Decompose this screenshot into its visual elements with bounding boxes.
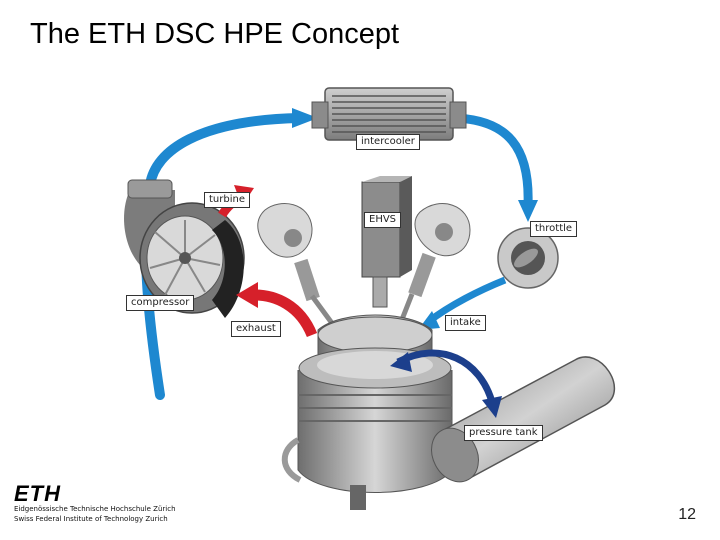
exhaust-camshaft-icon [257, 203, 351, 347]
fresh-air-arrow-to-intercooler [292, 108, 318, 128]
intake-label: intake [445, 315, 486, 331]
page-number: 12 [678, 506, 696, 523]
pressure-tank-label: pressure tank [464, 425, 543, 441]
pressure-tank-arrowhead-cylinder [390, 352, 412, 372]
eth-logo: ETH Eidgenössische Technische Hochschule… [14, 481, 176, 524]
cylinder-piston-icon [281, 314, 453, 510]
intake-flow [425, 276, 507, 325]
exhaust-flow [254, 289, 318, 338]
exhaust-label: exhaust [231, 321, 281, 337]
turbine-label: turbine [204, 192, 250, 208]
turbocharger-icon [124, 179, 245, 318]
pressure-tank-icon [431, 356, 616, 483]
ehvs-actuator-icon [361, 176, 412, 308]
throttle-icon [497, 227, 559, 289]
pressure-tank-flow [396, 349, 496, 404]
pressure-tank-arrowhead-tank [482, 396, 502, 418]
intercooler-icon [311, 87, 467, 141]
eth-logo-line2: Swiss Federal Institute of Technology Zu… [14, 515, 168, 523]
ehvs-label: EHVS [364, 212, 402, 228]
charge-air-duct [445, 113, 533, 210]
eth-logo-mark: ETH [14, 481, 61, 506]
eth-logo-line1: Eidgenössische Technische Hochschule Zür… [14, 505, 176, 513]
compressor-label: compressor [126, 295, 195, 311]
exhaust-flow-arrowhead [236, 282, 258, 308]
slide-title: The ETH DSC HPE Concept [30, 18, 400, 50]
intercooler-label: intercooler [356, 134, 420, 150]
charge-air-arrow-to-throttle [518, 200, 538, 222]
throttle-label: throttle [530, 221, 578, 237]
